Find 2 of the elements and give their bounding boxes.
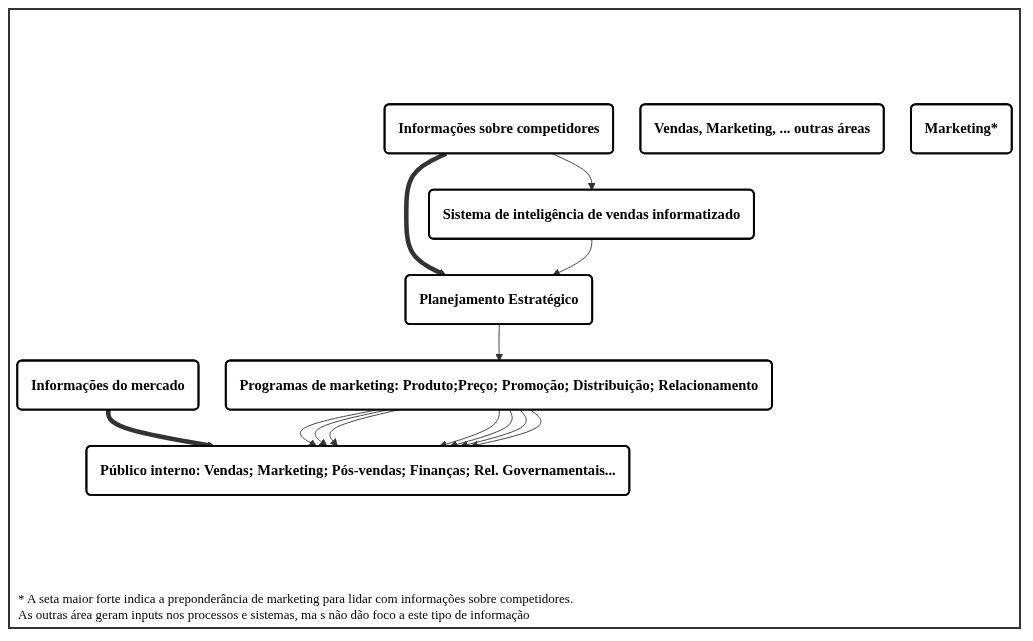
- footnote: As outras área geram inputs nos processos e sistemas, ma s não dão foco a este tipo de informação: [18, 607, 531, 623]
- footnote: * A seta maior forte indica a preponderância de marketing para lidar com informações sobre competidores.: [18, 591, 575, 607]
